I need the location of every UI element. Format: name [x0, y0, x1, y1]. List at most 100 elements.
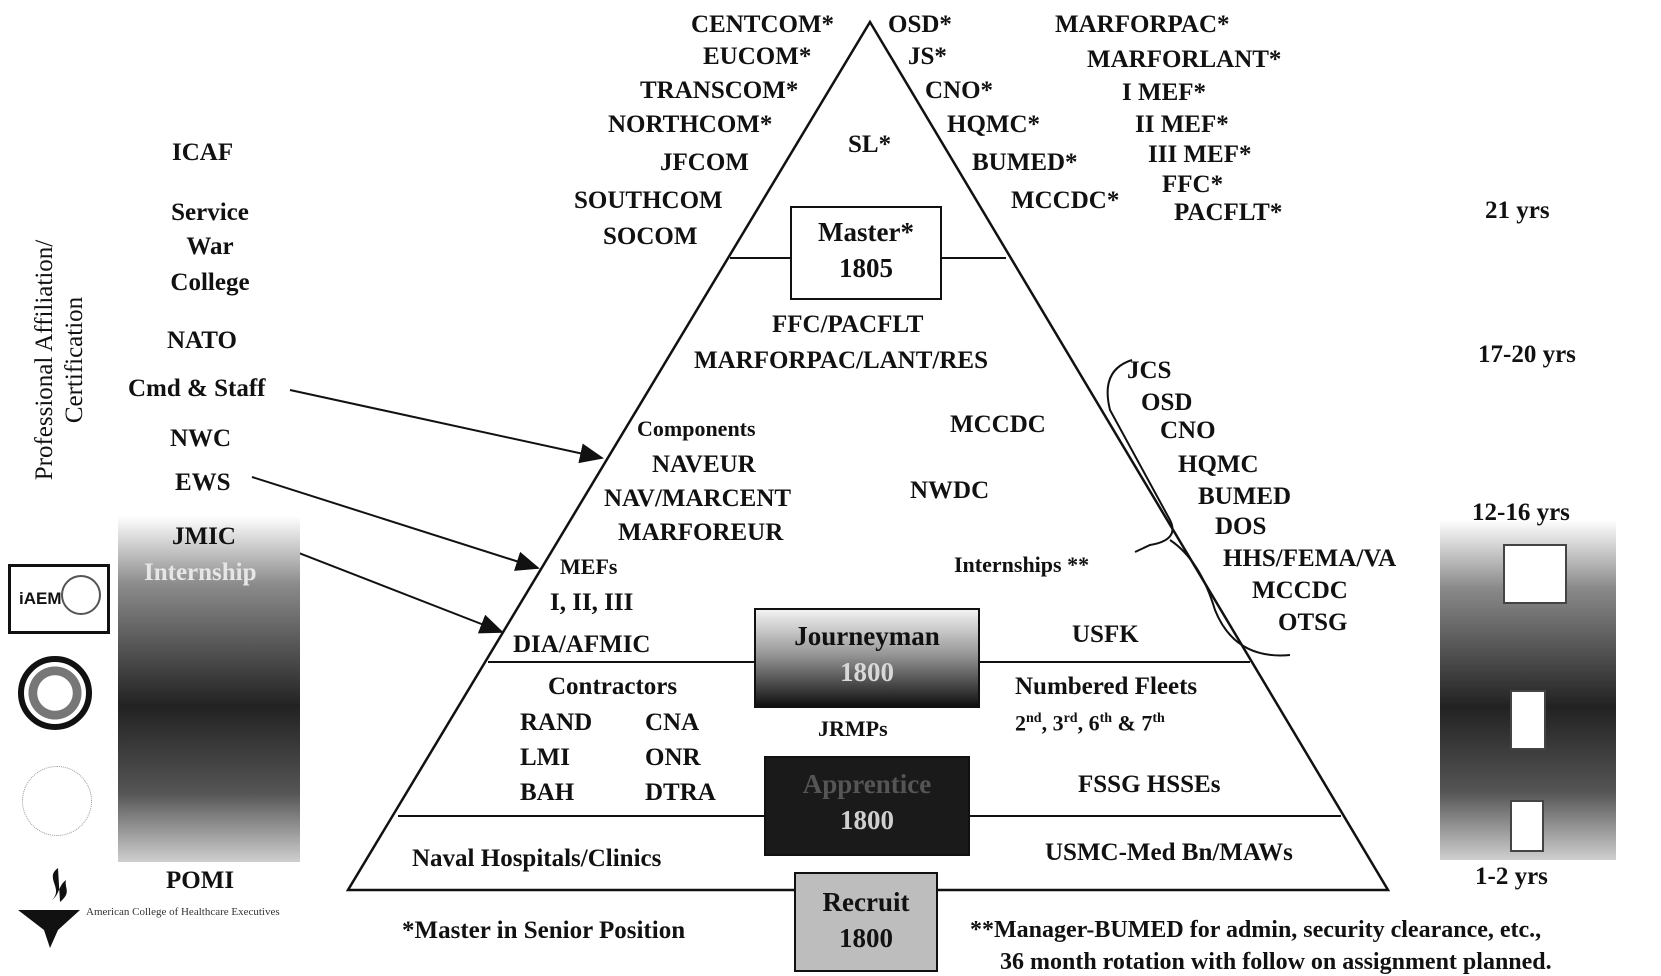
command-hqmc: HQMC* [947, 111, 1041, 138]
recruit-box: Recruit 1800 [794, 872, 938, 972]
arrow-ews [251, 476, 540, 571]
fleet-3-suffix: rd [1063, 711, 1078, 726]
iaem-logo: iAEM [8, 564, 110, 634]
naveur-label: NAVEUR [652, 451, 756, 478]
fleet-3: 3 [1052, 710, 1064, 736]
fleet-2: 2 [1015, 710, 1026, 736]
command-northcom: NORTHCOM* [608, 111, 773, 138]
naval-hospitals-label: Naval Hospitals/Clinics [412, 845, 662, 872]
arrow-cmd-staff [289, 389, 604, 464]
jrmps-label: JRMPs [818, 716, 888, 741]
command-cno: CNO* [925, 77, 994, 104]
edu-pomi: POMI [166, 867, 235, 894]
internship-otsg: OTSG [1278, 609, 1348, 636]
internship-hhs-fema-va: HHS/FEMA/VA [1223, 545, 1397, 572]
edu-cmd-staff: Cmd & Staff [128, 375, 266, 402]
edu-service: Service [171, 199, 249, 226]
contractor-dtra: DTRA [645, 779, 716, 806]
ffc-pacflt-label: FFC/PACFLT [772, 311, 924, 338]
command-transcom: TRANSCOM* [640, 77, 799, 104]
contractor-cna: CNA [645, 709, 700, 736]
marforpac-lant-res-label: MARFORPAC/LANT/RES [694, 347, 988, 374]
ache-torch-icon [18, 868, 80, 948]
internship-mccdc: MCCDC [1252, 577, 1348, 604]
edu-college: College [170, 269, 250, 296]
command-marforlant: MARFORLANT* [1087, 46, 1282, 73]
command-mccdc: MCCDC* [1011, 187, 1120, 214]
recruit-code: 1800 [839, 923, 893, 953]
command-ffc: FFC* [1162, 171, 1224, 198]
seal-logo-icon [18, 656, 92, 730]
iaem-logo-text: iAEM [19, 589, 62, 608]
apprentice-title: Apprentice [802, 769, 932, 799]
command-centcom: CENTCOM* [691, 11, 835, 38]
internship-osd: OSD [1141, 389, 1193, 416]
edu-war: War [186, 233, 234, 260]
apprentice-code: 1800 [840, 805, 894, 835]
internship-dos: DOS [1215, 513, 1267, 540]
edu-icaf: ICAF [172, 139, 234, 166]
fleet-2-suffix: nd [1026, 711, 1042, 726]
nwdc-label: NWDC [910, 477, 990, 504]
nav-marcent-label: NAV/MARCENT [604, 485, 792, 512]
fleet-7-suffix: th [1152, 711, 1165, 726]
faint-seal-icon [22, 766, 92, 836]
fleet-sep-1: , [1041, 710, 1053, 736]
apprentice-box: Apprentice 1800 [764, 756, 970, 856]
command-iii-mef: III MEF* [1148, 141, 1252, 168]
usfk-label: USFK [1072, 621, 1139, 648]
command-i-mef: I MEF* [1122, 79, 1207, 106]
years-21: 21 yrs [1485, 197, 1550, 224]
internship-jcs: JCS [1127, 357, 1172, 384]
recruit-title: Recruit [822, 887, 910, 917]
senior-leader-label: SL* [848, 131, 892, 158]
contractor-lmi: LMI [520, 744, 570, 771]
command-js: JS* [908, 43, 947, 70]
contractor-onr: ONR [645, 744, 701, 771]
footnote-manager-line-2: 36 month rotation with follow on assignm… [1000, 949, 1552, 975]
fleet-6-suffix: th [1099, 711, 1113, 726]
fleet-numbers: 2nd, 3rd, 6th & 7th [1015, 712, 1165, 734]
years-12-16: 12-16 yrs [1472, 499, 1570, 526]
years-1-2: 1-2 yrs [1475, 863, 1548, 890]
years-bar-icon-1 [1503, 544, 1567, 604]
professional-affiliation-heading: Professional Affiliation/ Certification [31, 239, 88, 481]
master-box: Master* 1805 [790, 206, 942, 300]
edu-internship: Internship [144, 559, 257, 586]
internship-cno: CNO [1160, 417, 1216, 444]
edu-jmic: JMIC [172, 523, 236, 550]
internship-hqmc: HQMC [1178, 451, 1259, 478]
fleet-sep-2: , [1077, 710, 1089, 736]
mid-mccdc-label: MCCDC [950, 411, 1046, 438]
footnote-master: *Master in Senior Position [402, 917, 686, 944]
years-bar-icon-2 [1510, 690, 1546, 750]
contractor-rand: RAND [520, 709, 593, 736]
internship-brace [1106, 359, 1291, 657]
command-southcom: SOUTHCOM [574, 187, 723, 214]
fssg-hsses-label: FSSG HSSEs [1078, 771, 1221, 798]
internships-label: Internships ** [954, 552, 1090, 577]
master-title: Master* [818, 217, 914, 247]
fleet-sep-3: & [1112, 710, 1142, 736]
components-label: Components [637, 416, 756, 441]
journeyman-box: Journeyman 1800 [754, 608, 980, 708]
fleet-7: 7 [1141, 710, 1153, 736]
command-eucom: EUCOM* [703, 43, 812, 70]
contractor-bah: BAH [520, 779, 575, 806]
mef-numbers-label: I, II, III [550, 589, 634, 616]
master-code: 1805 [839, 253, 893, 283]
command-osd: OSD* [888, 11, 952, 38]
numbered-fleets-label: Numbered Fleets [1015, 673, 1198, 700]
command-ii-mef: II MEF* [1135, 111, 1229, 138]
fleet-6: 6 [1088, 710, 1100, 736]
edu-nwc: NWC [170, 425, 232, 452]
command-socom: SOCOM [603, 223, 698, 250]
command-marforpac: MARFORPAC* [1055, 11, 1230, 38]
ache-caption: American College of Healthcare Executive… [86, 906, 280, 918]
years-17-20: 17-20 yrs [1478, 341, 1576, 368]
usmc-med-label: USMC-Med Bn/MAWs [1045, 839, 1293, 866]
edu-ews: EWS [175, 469, 231, 496]
command-bumed: BUMED* [972, 149, 1078, 176]
footnote-manager-line-1: **Manager-BUMED for admin, security clea… [970, 917, 1542, 943]
